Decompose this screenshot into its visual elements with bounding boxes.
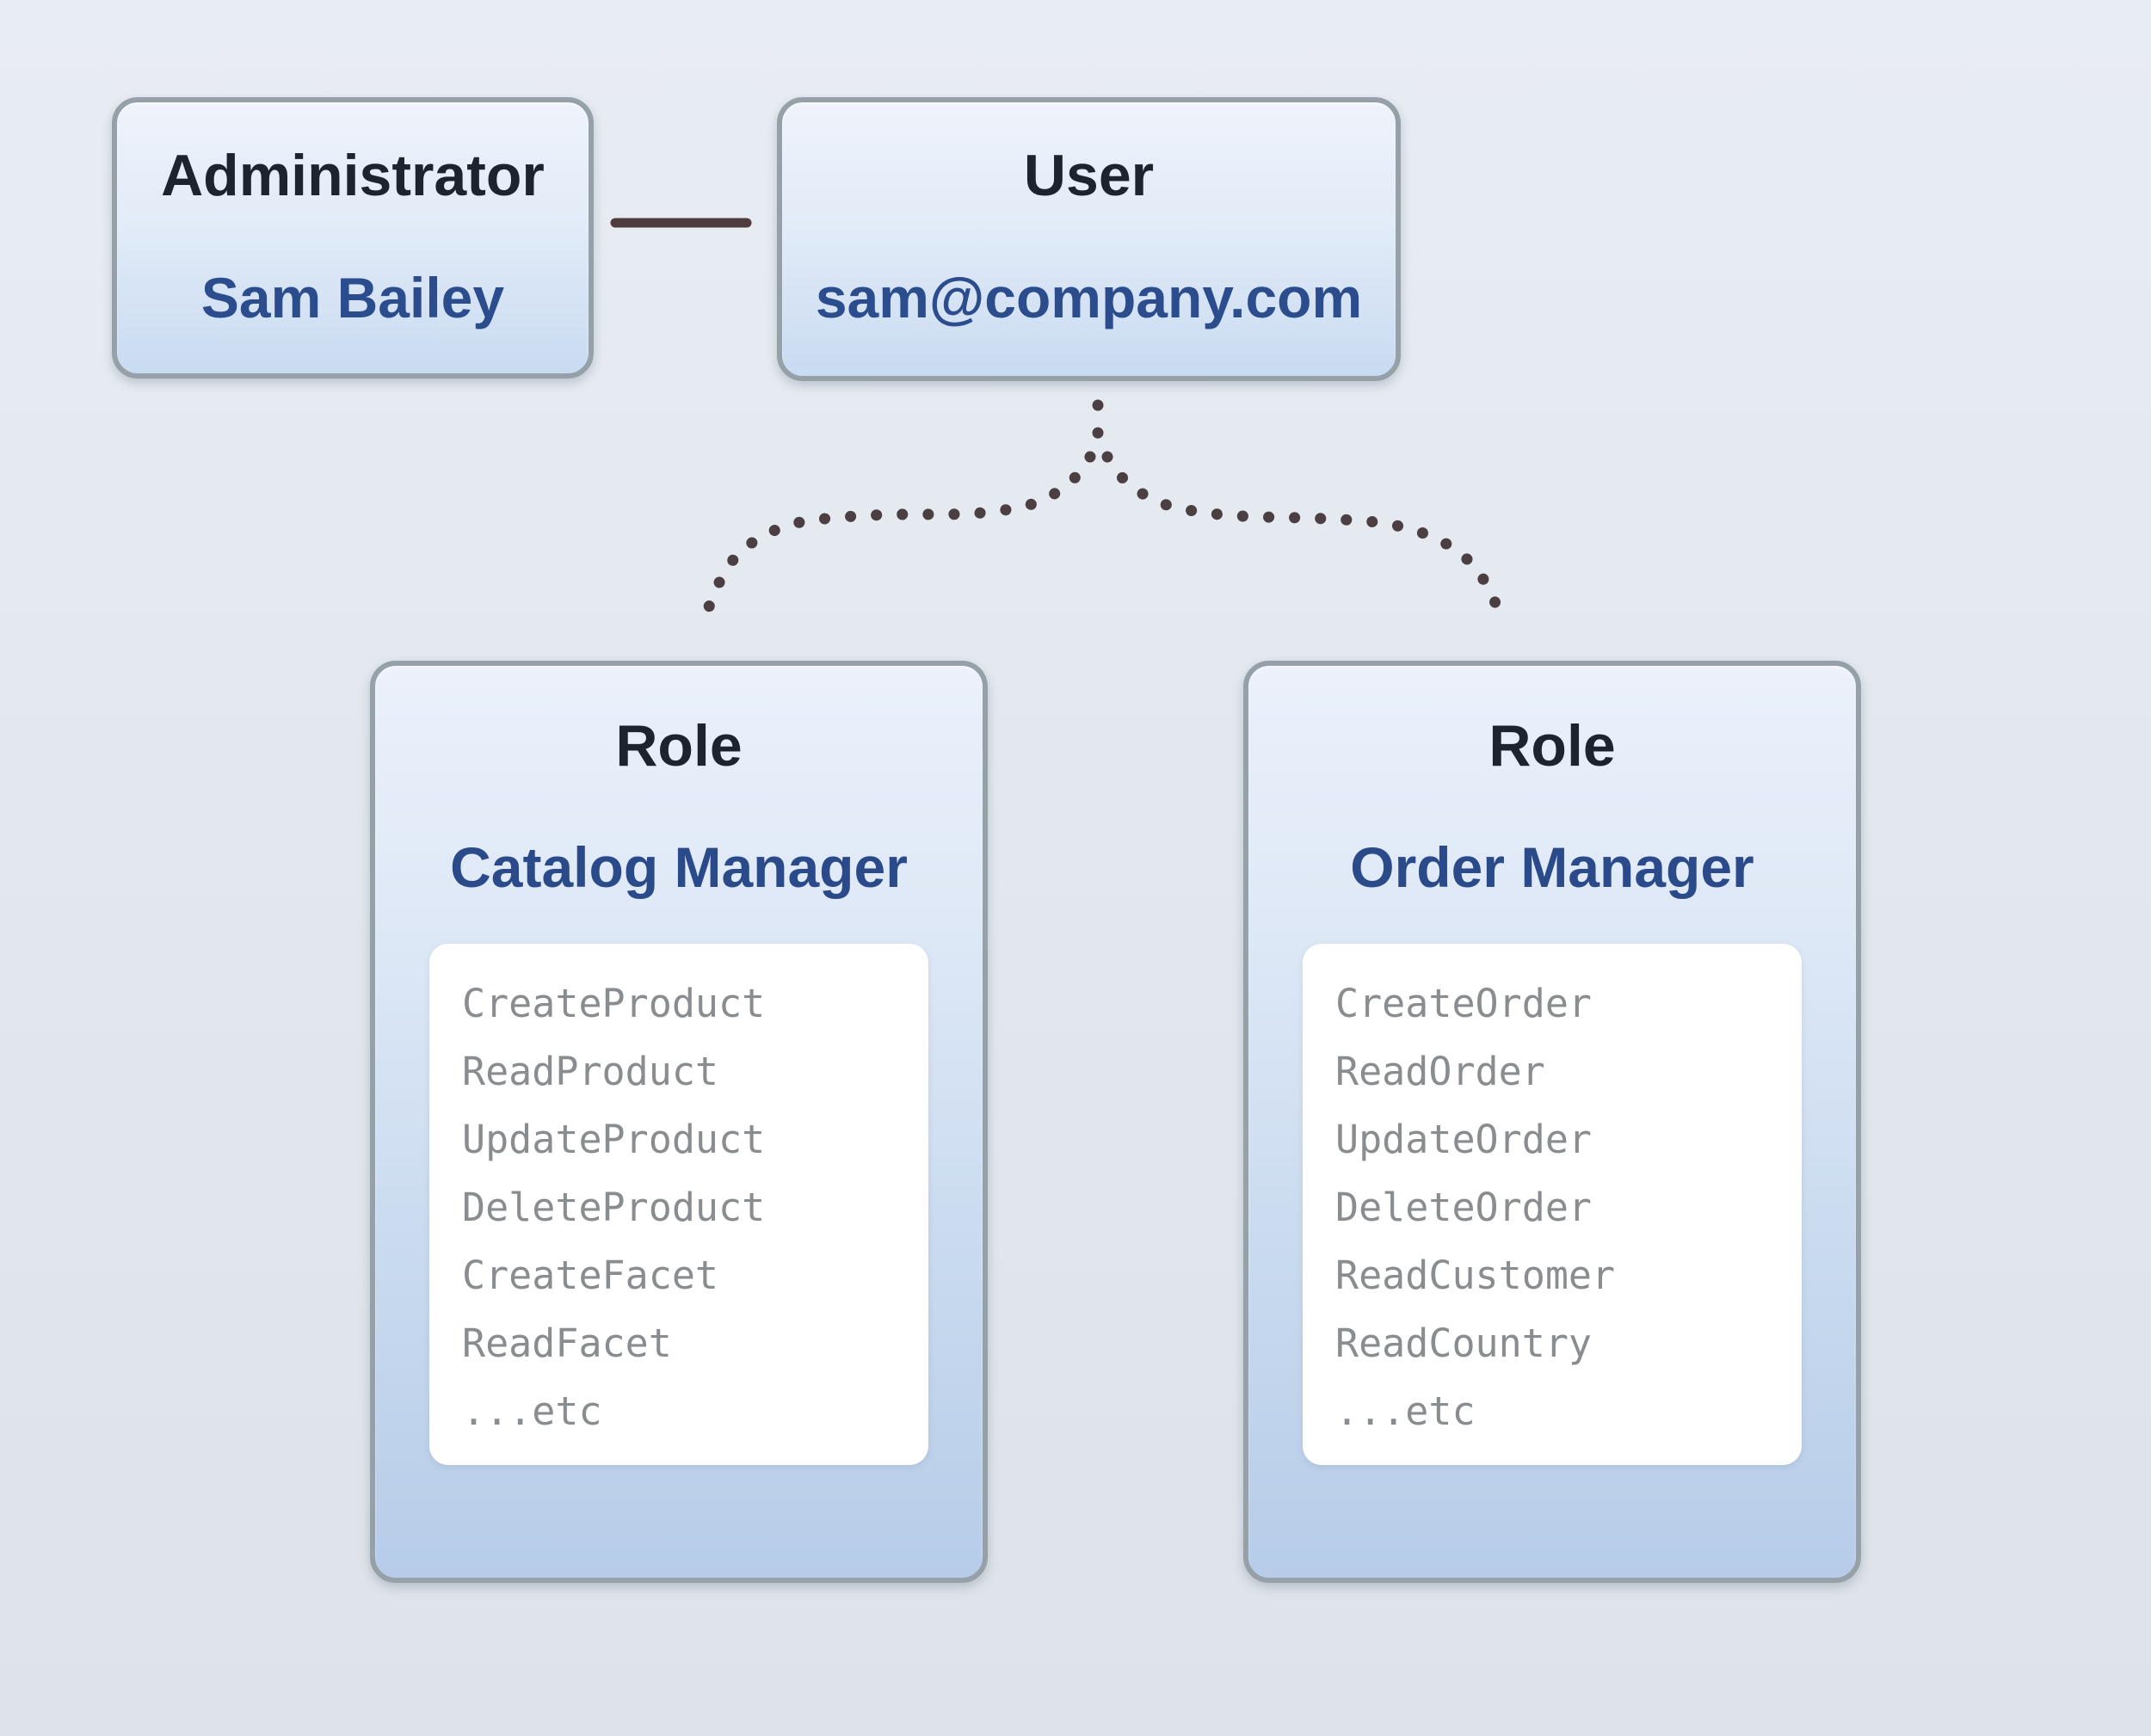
permission-item: UpdateProduct bbox=[462, 1117, 766, 1162]
administrator-box[interactable]: Administrator Sam Bailey bbox=[112, 97, 594, 379]
permission-item: ReadCountry bbox=[1335, 1320, 1593, 1366]
role-box-order-manager[interactable]: Role Order Manager CreateOrder ReadOrder… bbox=[1243, 661, 1861, 1583]
user-box-title: User bbox=[1023, 143, 1155, 208]
user-catalog-role-dotted-curve bbox=[700, 451, 1096, 629]
role-box-title: Role bbox=[1488, 713, 1616, 779]
administrator-box-title: Administrator bbox=[161, 143, 545, 208]
permission-item: ReadCustomer bbox=[1335, 1253, 1616, 1298]
permission-item: ReadFacet bbox=[462, 1320, 672, 1366]
role-box-catalog-manager[interactable]: Role Catalog Manager CreateProduct ReadP… bbox=[370, 661, 988, 1583]
permission-item: CreateProduct bbox=[462, 981, 766, 1026]
permissions-panel-catalog: CreateProduct ReadProduct UpdateProduct … bbox=[429, 944, 928, 1465]
permissions-panel-order: CreateOrder ReadOrder UpdateOrder Delete… bbox=[1303, 944, 1802, 1465]
user-box[interactable]: User sam@company.com bbox=[777, 97, 1401, 381]
permission-item: ReadOrder bbox=[1335, 1049, 1545, 1094]
permission-item: CreateOrder bbox=[1335, 981, 1593, 1026]
permission-item: ...etc bbox=[462, 1388, 602, 1434]
role-name-catalog-manager: Catalog Manager bbox=[450, 835, 908, 899]
user-email: sam@company.com bbox=[815, 266, 1363, 329]
permission-item: UpdateOrder bbox=[1335, 1117, 1593, 1162]
permission-item: DeleteOrder bbox=[1335, 1185, 1593, 1230]
permission-item: CreateFacet bbox=[462, 1253, 719, 1298]
user-order-role-dotted-curve bbox=[1101, 451, 1507, 628]
role-name-order-manager: Order Manager bbox=[1350, 835, 1754, 899]
administrator-name: Sam Bailey bbox=[200, 266, 505, 329]
permission-item: ...etc bbox=[1335, 1388, 1476, 1434]
role-box-title: Role bbox=[615, 713, 743, 779]
permission-item: DeleteProduct bbox=[462, 1185, 766, 1230]
permission-item: ReadProduct bbox=[462, 1049, 719, 1094]
